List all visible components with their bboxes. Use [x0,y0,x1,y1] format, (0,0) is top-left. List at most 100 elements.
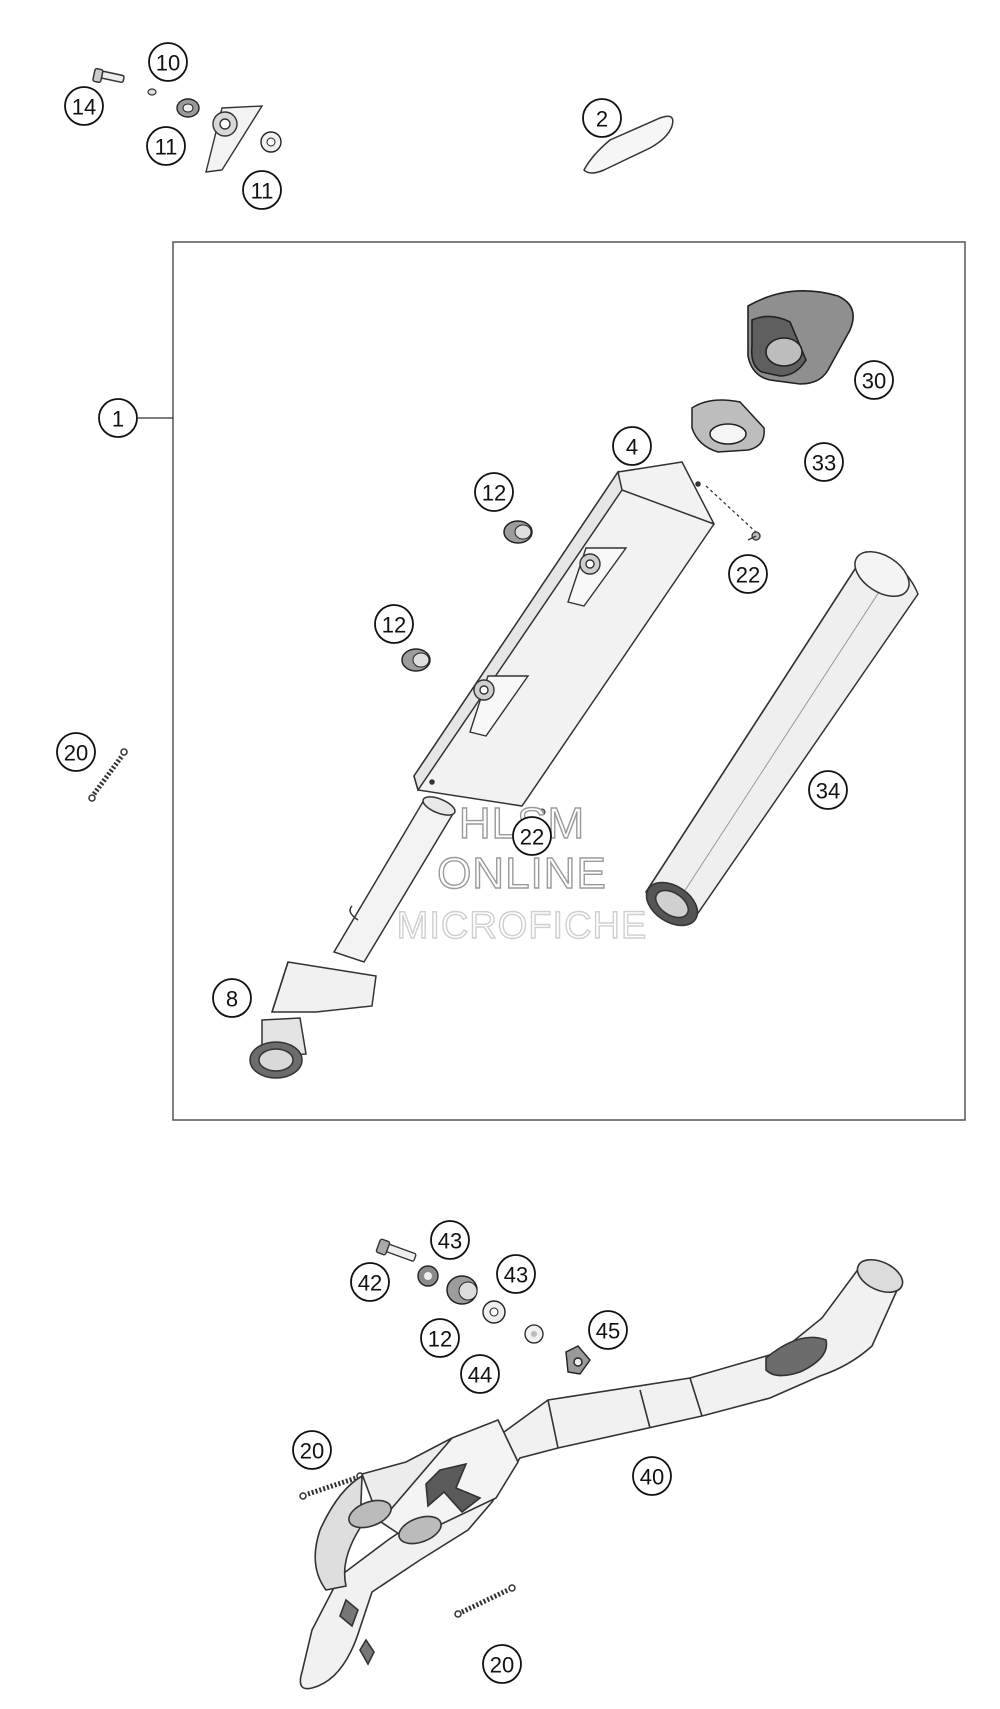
washer-44-part [524,1324,544,1344]
grommet-12-upper-part [503,520,533,544]
callout-number: 12 [382,613,406,638]
bolt-42-part [375,1238,417,1262]
callout-number: 11 [251,179,274,204]
callout-c22b: 22 [512,816,552,856]
callout-number: 4 [626,435,638,460]
insert-33-part [691,399,765,453]
callout-c12a: 12 [474,472,514,512]
callout-c33: 33 [804,442,844,482]
callout-c43b: 43 [496,1254,536,1294]
callout-c12c: 12 [420,1318,460,1358]
callout-number: 8 [226,987,238,1012]
callout-circle [808,770,848,810]
callout-number: 40 [640,1465,664,1490]
callout-number: 14 [72,95,96,120]
callout-c1: 1 [98,398,138,438]
header-pipe-40-part [299,1258,904,1690]
callout-number: 20 [490,1653,514,1678]
callout-number: 45 [596,1319,620,1344]
grommet-12-middle-part [401,648,431,672]
callout-c4: 4 [612,426,652,466]
callout-number: 30 [862,369,886,394]
callout-c12b: 12 [374,604,414,644]
callout-circle [212,978,252,1018]
callout-circle [512,816,552,856]
callout-circle [98,398,138,438]
washer-43-right-part [482,1300,506,1324]
callout-circle [374,604,414,644]
callout-circle [460,1354,500,1394]
callout-circle [148,42,188,82]
callout-c40: 40 [632,1456,672,1496]
callout-number: 44 [468,1363,492,1388]
callout-number: 33 [812,451,836,476]
callout-circle [56,732,96,772]
callout-c20b: 20 [292,1430,332,1470]
callout-number: 42 [358,1271,382,1296]
washer-11-part [260,131,282,153]
callout-layer: 1248101111121212142020202222303334404243… [56,42,894,1684]
callout-number: 10 [156,51,180,76]
grommet-12-bottom-part [446,1275,478,1305]
callout-c8: 8 [212,978,252,1018]
assembly-1-frame [172,241,966,1121]
callout-number: 22 [736,563,760,588]
callout-circle [350,1262,390,1302]
spring-20-bottom-right-part [454,1584,516,1618]
callout-circle [588,1310,628,1350]
callout-circle [430,1220,470,1260]
callout-c14: 14 [64,86,104,126]
bolt-14-part [92,67,125,84]
callout-circle [632,1456,672,1496]
callout-c20a: 20 [56,732,96,772]
washer-43-left-part [417,1265,439,1287]
callout-c2: 2 [582,98,622,138]
callout-number: 43 [504,1263,528,1288]
screw-22-upper-part [705,485,761,541]
shell-mount-lower [469,675,530,737]
callout-c45: 45 [588,1310,628,1350]
bushing-11-part [176,98,200,118]
callout-c30: 30 [854,360,894,400]
callout-circle [728,554,768,594]
callout-c22a: 22 [728,554,768,594]
washer-10-part [147,88,157,96]
callout-circle [482,1644,522,1684]
callout-number: 1 [112,407,124,432]
callout-circle [420,1318,460,1358]
callout-circle [612,426,652,466]
nut-45-part [565,1345,591,1375]
callout-c34: 34 [808,770,848,810]
mount-bracket-part [205,105,264,173]
callout-number: 12 [482,481,506,506]
callout-c10: 10 [148,42,188,82]
callout-circle [854,360,894,400]
callout-circle [496,1254,536,1294]
end-cap-30-part [747,290,854,385]
screw-22-lower-part [538,808,546,816]
shell-mount-upper [567,547,628,607]
callout-c20c: 20 [482,1644,522,1684]
connector-pipe-8-part [249,796,456,1079]
callout-circle [146,126,186,166]
watermark-line2: ONLINE [437,849,607,898]
heat-shield-2-part [583,115,674,174]
callout-circle [292,1430,332,1470]
silencer-shell-4-part [413,461,715,807]
callout-number: 20 [64,741,88,766]
callout-circle [582,98,622,138]
callout-number: 22 [520,825,544,850]
callout-circle [64,86,104,126]
muffler-body-34-part [645,551,919,927]
callout-number: 34 [816,779,840,804]
callout-number: 11 [155,135,178,160]
callout-number: 20 [300,1439,324,1464]
callout-c44: 44 [460,1354,500,1394]
callout-c42: 42 [350,1262,390,1302]
callout-c11a: 11 [146,126,186,166]
watermark-line3: MICROFICHE [397,905,648,947]
callout-number: 12 [428,1327,452,1352]
callout-c43a: 43 [430,1220,470,1260]
callout-c11b: 11 [242,170,282,210]
